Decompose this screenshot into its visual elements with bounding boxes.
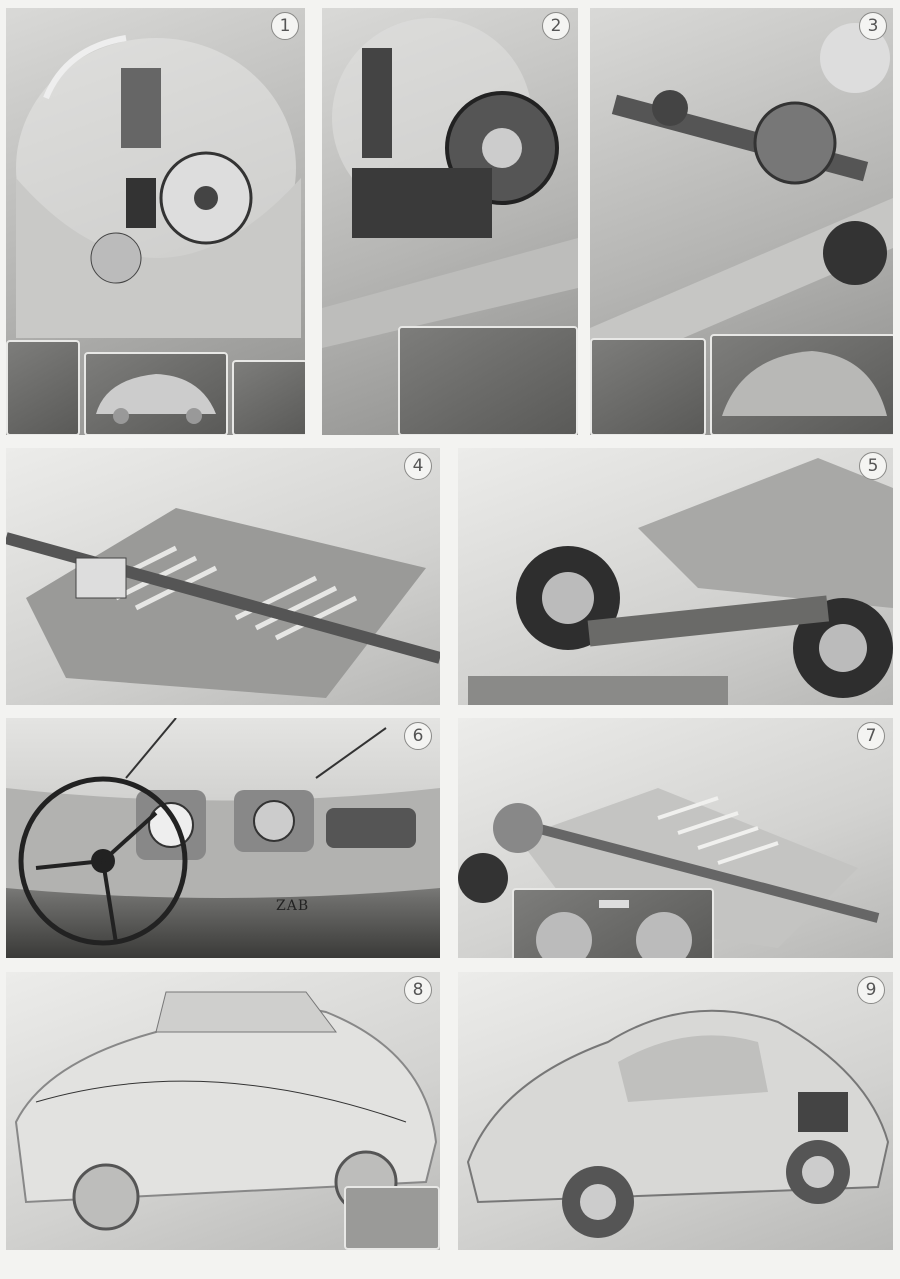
inset-fuel-pump (232, 360, 305, 435)
dashboard-drawing (6, 718, 440, 946)
electrical-car-drawing (14, 991, 438, 1231)
inset-spark-plug (344, 1186, 440, 1250)
inset-car-interior (710, 334, 893, 435)
illustration-chassis-floor: 4 (6, 448, 440, 705)
illustration-front-suspension: 5 (458, 448, 893, 705)
inset-differential (590, 338, 706, 435)
illustration-dashboard: ZAB 6 (6, 718, 440, 958)
illustration-engine-cutaway: 2 (322, 8, 578, 435)
panel-number-badge: 6 (404, 722, 432, 750)
panel-number-badge: 3 (859, 12, 887, 40)
front-suspension-drawing (468, 458, 893, 705)
illustration-rear-axle: 3 (590, 8, 893, 435)
panel-number-badge: 5 (859, 452, 887, 480)
engine-drawing (16, 35, 301, 338)
dashboard-plate-text: ZAB (276, 898, 310, 914)
panel-number-badge: 2 (542, 12, 570, 40)
rear-axle-drawing (590, 23, 893, 378)
inset-gearbox (398, 326, 578, 435)
inset-brake-drums (512, 888, 714, 958)
panel-number-badge: 1 (271, 12, 299, 40)
illustration-steering-linkage: 7 (458, 718, 893, 958)
illustration-engine: 1 (6, 8, 305, 435)
panel-number-badge: 4 (404, 452, 432, 480)
transparent-car-drawing (466, 1009, 890, 1238)
panel-number-badge: 7 (857, 722, 885, 750)
panel-number-badge: 8 (404, 976, 432, 1004)
illustration-electrical-system: 8 (6, 972, 440, 1250)
inset-car-side (84, 352, 228, 435)
inset-carburetor (6, 340, 80, 435)
chassis-floor-drawing (6, 508, 440, 698)
engine-cutaway-drawing (322, 18, 578, 348)
panel-number-badge: 9 (857, 976, 885, 1004)
illustration-transparent-car: 9 (458, 972, 893, 1250)
